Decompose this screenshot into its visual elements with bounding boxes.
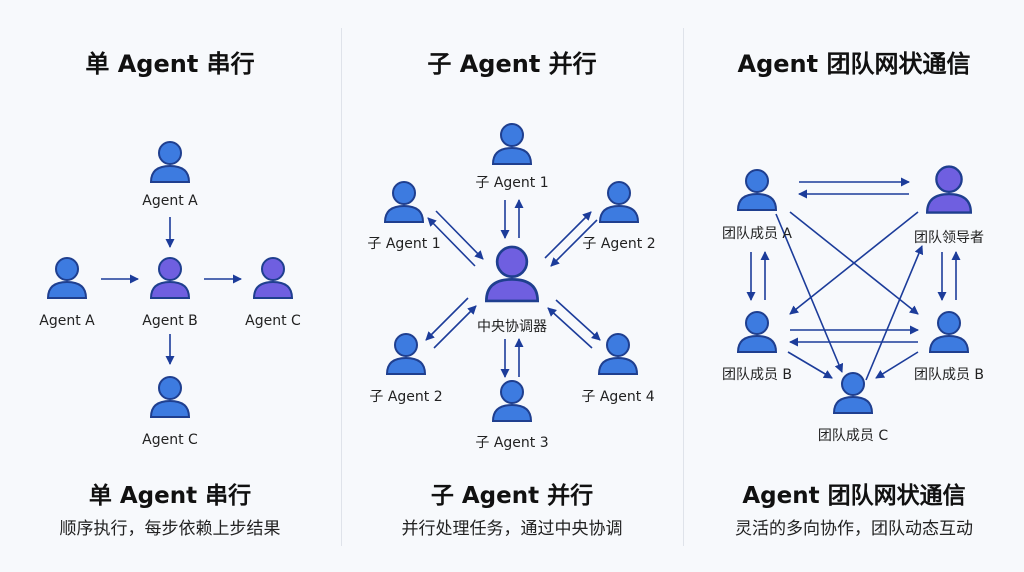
node-label-sub-agent-2-right: 子 Agent 2 — [582, 236, 655, 252]
arrow-upperleft-in — [435, 210, 484, 260]
node-label-team-member-b-right: 团队成员 B — [914, 367, 984, 383]
node-label-sub-agent-2-left: 子 Agent 2 — [369, 389, 442, 405]
person-icon — [599, 181, 639, 223]
person-icon — [492, 380, 532, 422]
panel-subtitle-mesh: Agent 团队网状通信 — [742, 483, 966, 509]
panel-divider-2 — [683, 28, 684, 546]
person-icon — [929, 311, 969, 353]
node-label-agent-c-right: Agent C — [245, 313, 301, 329]
person-icon — [485, 245, 540, 303]
panel-divider-1 — [341, 28, 342, 546]
person-icon — [150, 257, 190, 299]
arrow-lowerright-out — [555, 299, 601, 341]
panel-title-parallel: 子 Agent 并行 — [427, 50, 597, 78]
arrow-lowerright-in — [547, 307, 593, 349]
person-icon — [384, 181, 424, 223]
arrow-b-right-to-c — [875, 351, 919, 379]
arrow-upperleft-out — [427, 217, 476, 267]
node-label-sub-agent-3: 子 Agent 3 — [475, 435, 548, 451]
node-label-sub-agent-1-left: 子 Agent 1 — [367, 236, 440, 252]
person-icon — [150, 376, 190, 418]
person-icon — [737, 311, 777, 353]
arrow-lowerleft-in — [433, 305, 477, 349]
person-icon — [150, 141, 190, 183]
panel-description-mesh: 灵活的多向协作，团队动态互动 — [735, 519, 973, 539]
arrow-upperright-out — [544, 211, 592, 259]
node-label-team-leader: 团队领导者 — [914, 230, 984, 246]
panel-subtitle-parallel: 子 Agent 并行 — [430, 483, 594, 509]
person-icon — [386, 333, 426, 375]
arrows — [101, 177, 961, 381]
node-label-agent-b: Agent B — [142, 313, 198, 329]
panel-title-serial: 单 Agent 串行 — [85, 50, 255, 78]
arrow-upperright-in — [550, 219, 598, 267]
node-label-agent-a-top: Agent A — [142, 193, 198, 209]
node-label-agent-a: Agent A — [39, 313, 95, 329]
panel-subtitle-serial: 单 Agent 串行 — [88, 483, 252, 509]
node-label-team-member-c: 团队成员 C — [818, 428, 888, 444]
person-icon — [492, 123, 532, 165]
person-icon — [737, 169, 777, 211]
arrow-lowerleft-out — [425, 297, 469, 341]
person-icon — [253, 257, 293, 299]
panel-title-mesh: Agent 团队网状通信 — [737, 50, 971, 78]
panel-description-parallel: 并行处理任务，通过中央协调 — [401, 519, 623, 539]
arrow-b-left-to-c — [787, 351, 833, 379]
node-label-team-member-b-left: 团队成员 B — [722, 367, 792, 383]
arrow-a-to-c — [775, 213, 844, 373]
node-label-team-member-a: 团队成员 A — [722, 226, 792, 242]
person-icon — [598, 333, 638, 375]
node-label-central-coordinator: 中央协调器 — [477, 319, 547, 335]
person-icon — [47, 257, 87, 299]
person-icon — [926, 165, 972, 214]
arrow-c-to-leader — [865, 245, 924, 381]
node-label-agent-c-bottom: Agent C — [142, 432, 198, 448]
node-label-sub-agent-4: 子 Agent 4 — [581, 389, 654, 405]
panel-description-serial: 顺序执行，每步依赖上步结果 — [59, 519, 281, 539]
node-label-sub-agent-1-top: 子 Agent 1 — [475, 175, 548, 191]
